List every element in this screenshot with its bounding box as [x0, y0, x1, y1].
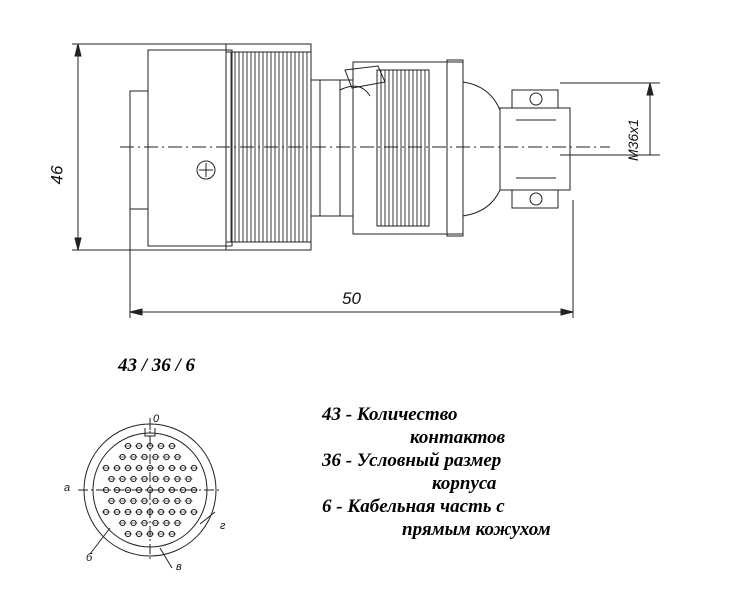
pin-mark-bottom: в — [176, 561, 182, 573]
designation-code: 43 / 36 / 6 — [118, 355, 196, 376]
legend-line-1a: 43 - Количество — [322, 404, 458, 425]
coupling-nut-knurl — [230, 52, 308, 242]
contact-pins — [102, 442, 198, 538]
lock-tab — [344, 65, 386, 89]
dim-46-label: 46 — [47, 165, 67, 185]
front-flange — [129, 90, 149, 210]
front-body — [147, 49, 233, 247]
legend-line-2a: 36 - Условный размер — [322, 450, 502, 471]
pin-mark-top: 0 — [153, 413, 160, 425]
screw-head — [196, 160, 216, 180]
neck — [310, 79, 354, 217]
pin-mark-right: г — [220, 520, 226, 532]
dim-46-arrow-top — [74, 43, 82, 57]
dim-46-arrow-bottom — [74, 237, 82, 251]
dim-m36-arrow — [646, 82, 654, 96]
legend-line-3b: прямым кожухом — [402, 519, 551, 540]
legend-line-2b: корпуса — [432, 473, 497, 494]
pin-mark-bottom-left: б — [86, 552, 93, 564]
legend-line-3a: 6 - Кабельная часть с — [322, 496, 505, 517]
dim-50-arrow-right — [560, 308, 574, 316]
cable-nut-knurl — [380, 70, 426, 226]
legend: 43 - Количество контактов 36 - Условный … — [322, 403, 551, 541]
dim-m36-label: M36x1 — [625, 118, 642, 162]
dim-50-arrow-left — [129, 308, 143, 316]
dim-50-label: 50 — [342, 289, 361, 308]
pin-mark-left: а — [64, 482, 71, 494]
legend-line-1b: контактов — [410, 427, 506, 448]
cable-clamp — [462, 81, 501, 217]
